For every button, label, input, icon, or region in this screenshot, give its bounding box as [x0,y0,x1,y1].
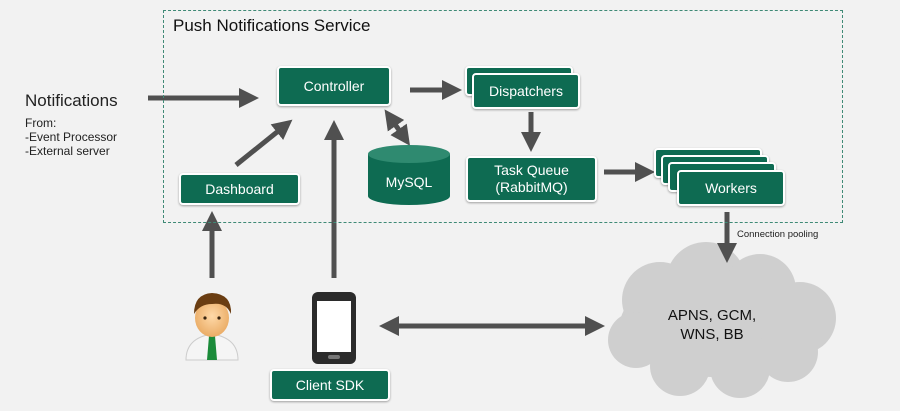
cloud-label-line-2: WNS, BB [680,326,744,343]
cloud-label-line-1: APNS, GCM, [667,307,757,324]
controller-node: Controller [277,66,391,106]
dispatchers-node: Dispatchers [472,73,580,109]
client-sdk-label: Client SDK [295,376,365,393]
dashboard-node: Dashboard [179,173,300,205]
notifications-source-external: -External server [25,144,110,158]
task-queue-label: Task Queue [494,162,569,178]
notifications-title: Notifications [25,91,118,110]
connection-pooling-label: Connection pooling [737,229,819,240]
workers-label: Workers [705,179,757,196]
cloud-label: APNS, GCM, WNS, BB [652,306,772,344]
notifications-from: From: [25,116,57,130]
mysql-cylinder [368,145,450,205]
arrow-controller-mysql [384,109,411,146]
mysql-label: MySQL [385,174,433,190]
notifications-source-event: -Event Processor [25,130,118,144]
user-icon [185,293,239,361]
workers-node: Workers [677,170,785,206]
task-queue-node: Task Queue (RabbitMQ) [466,156,597,202]
client-sdk-node: Client SDK [270,369,390,401]
service-title: Push Notifications Service [173,16,371,35]
arrow-dashboard-to-controller [234,119,293,167]
smartphone-icon [312,292,356,364]
service-boundary [163,10,843,223]
task-queue-sublabel: (RabbitMQ) [495,179,568,195]
dashboard-label: Dashboard [205,180,274,197]
cloud-shape [608,242,836,398]
controller-label: Controller [303,77,365,94]
dispatchers-label: Dispatchers [489,82,563,99]
